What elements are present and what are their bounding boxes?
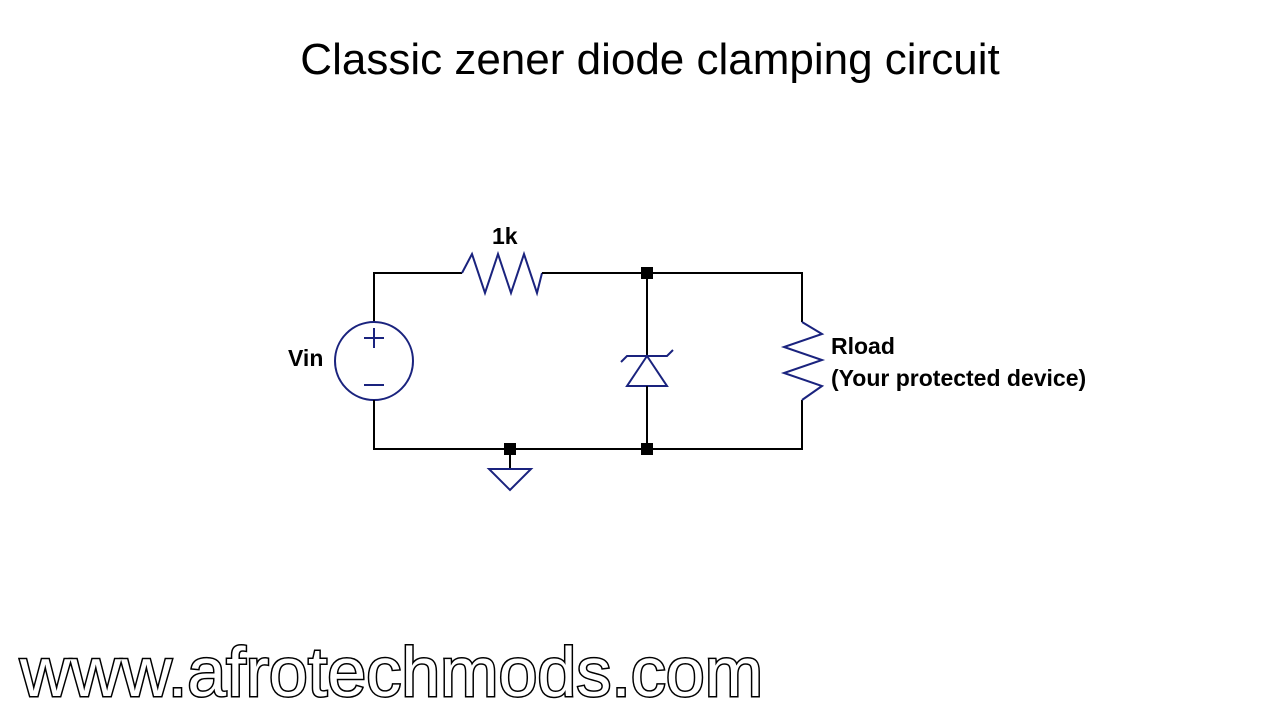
junction-top	[641, 267, 653, 279]
load-description-label: (Your protected device)	[831, 365, 1086, 391]
ground-symbol	[486, 468, 534, 492]
diagram-title: Classic zener diode clamping circuit	[300, 35, 1000, 84]
wire-top-right	[542, 272, 803, 322]
watermark-url: www.afrotechmods.com	[18, 632, 764, 713]
wire-bottom-left	[373, 400, 803, 450]
zener-diode-triangle	[625, 354, 669, 387]
junction-ground	[504, 443, 516, 455]
resistor-value-label: 1k	[492, 223, 518, 249]
junction-bottom-zener	[641, 443, 653, 455]
wire-top-left	[373, 272, 462, 322]
source-label: Vin	[288, 345, 323, 371]
load-resistor	[780, 321, 826, 401]
load-label: Rload	[831, 333, 895, 359]
resistor-1k	[461, 250, 543, 297]
